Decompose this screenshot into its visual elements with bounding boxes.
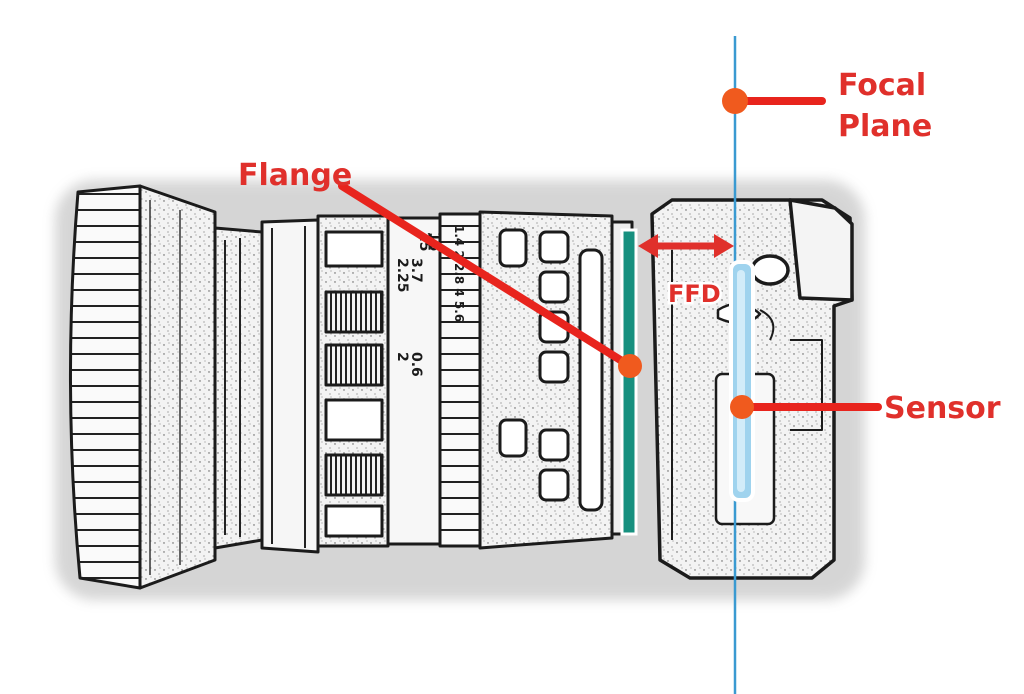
ring-a-mark-2: 0.6 (408, 352, 424, 377)
distance-ring (386, 216, 442, 546)
flange-dot (618, 354, 642, 378)
lens-sketch (68, 184, 634, 590)
sensor-dot (730, 395, 754, 419)
sensor-label: Sensor (884, 391, 1001, 426)
lens-hood-flare (138, 184, 217, 590)
ffd-label: FFD (668, 280, 721, 308)
aperture-ring (260, 218, 320, 554)
ring-a-mark-3: 2.25 (394, 258, 410, 293)
flange-plate (620, 228, 638, 536)
ffd-arrow (638, 234, 734, 258)
ring-a-mark-1: 2 (394, 352, 410, 362)
viewfinder (788, 198, 854, 302)
ring-a-mark-4: 3.7 (408, 258, 424, 283)
focal-plane-dot (722, 88, 748, 114)
flange-leader (338, 182, 634, 370)
lens-hood (68, 184, 142, 590)
lens-neck (213, 226, 264, 550)
flange-label: Flange (238, 158, 352, 193)
ring-c-scale: 1.4 2 2.8 4 5.6 (452, 225, 466, 322)
focal-plane-label-line2: Plane (838, 109, 932, 144)
mode-dial (750, 254, 790, 286)
focal-plane-label-line1: Focal (838, 68, 926, 103)
